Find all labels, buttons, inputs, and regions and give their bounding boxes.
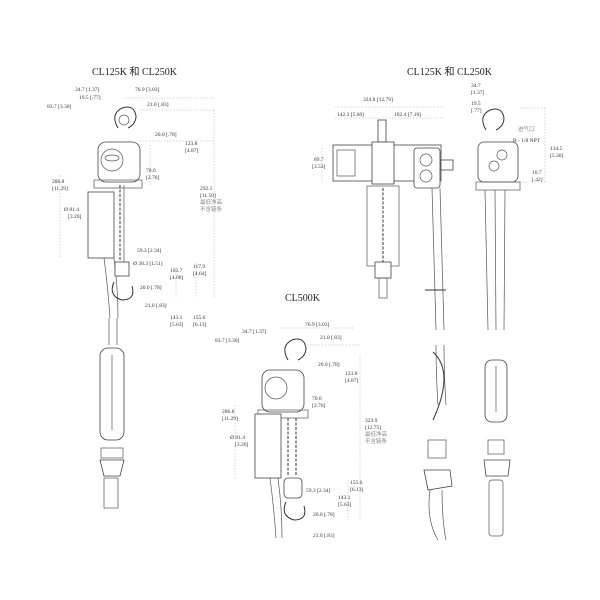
dim-label: 142.3 [5.60] <box>337 112 365 118</box>
dim-label: 89.7 <box>314 157 324 163</box>
dim-label: [2.76] <box>312 403 326 409</box>
dim-label: [12.75] <box>365 425 382 431</box>
note-excl-chain: 不含链条 <box>365 439 388 445</box>
dim-label: 20.0 [.78] <box>140 285 162 291</box>
dim-label: [5.63] <box>170 322 184 328</box>
dim-label: [4.08] <box>170 275 184 281</box>
dim-label: [11.50] <box>200 193 216 199</box>
dim-label: [3.53] <box>312 164 326 170</box>
dim-label: 123.8 <box>185 141 198 147</box>
dim-label: 70.0 <box>146 168 156 174</box>
bottom-view-title: CL500K <box>285 293 320 304</box>
dim-label: 21.0 [.83] <box>147 102 169 108</box>
dim-label: 286.8 <box>52 179 65 185</box>
dim-label: 21.0 [.83] <box>320 335 342 341</box>
dim-label: Ø 81.4 <box>64 207 79 213</box>
dim-label: [5.63] <box>338 502 352 508</box>
dim-label: 19.5 [.77] <box>79 95 101 101</box>
dim-label: [2.76] <box>146 175 160 181</box>
left-hoist-drawing <box>59 97 215 509</box>
dim-label: 70.0 <box>312 396 322 402</box>
dim-label: [4.87] <box>345 378 359 384</box>
dim-label: 20.0 [.78] <box>318 362 340 368</box>
note-min-headroom: 最低净高 <box>365 432 388 438</box>
dim-label: 83.7 [3.30] <box>47 104 72 110</box>
air-inlet-label: 进气口 <box>518 127 535 133</box>
dim-label: 323.9 <box>365 418 378 424</box>
dim-label: 20.0 [.78] <box>155 132 177 138</box>
dim-label: [.77] <box>471 108 482 114</box>
dim-label: 34.7 <box>471 83 481 89</box>
dim-label: 21.0 [.83] <box>313 533 335 539</box>
dim-label: 324.8 [12.79] <box>363 97 393 103</box>
dim-label: 76.9 [3.03] <box>305 322 330 328</box>
dim-label: 286.8 <box>222 409 235 415</box>
dim-label: [1.37] <box>471 90 485 96</box>
dim-label: 123.8 <box>345 371 358 377</box>
right-side-hoist-drawing <box>475 107 546 537</box>
dim-label: [6.13] <box>350 487 364 493</box>
dim-label: 155.6 <box>193 315 206 321</box>
dim-label: 182.4 [7.18] <box>394 112 422 118</box>
dim-label: 292.1 <box>200 186 213 192</box>
dim-label: 76.9 [3.03] <box>135 87 160 93</box>
dim-label: 83.7 [3.30] <box>215 338 240 344</box>
dim-label: 10.7 <box>532 170 542 176</box>
dim-label: 20.0 [.78] <box>313 512 335 518</box>
note-min-headroom: 最低净高 <box>200 200 223 206</box>
dim-label: 59.3 [2.34] <box>137 248 162 254</box>
right-view-title: CL125K 和 CL250K <box>407 67 492 78</box>
dim-label: [.42] <box>532 177 543 183</box>
dim-label: 103.7 <box>170 268 183 274</box>
dim-label: 21.0 [.83] <box>145 303 167 309</box>
dim-label: [3.20] <box>235 442 249 448</box>
dim-label: [4.64] <box>193 271 207 277</box>
dim-label: 59.3 [2.34] <box>306 488 331 494</box>
port-spec: R - 1/8 NPT <box>513 138 541 144</box>
dim-label: 155.6 <box>350 480 363 486</box>
dim-label: 117.9 <box>193 264 206 270</box>
bottom-hoist-drawing <box>234 327 361 539</box>
dim-label: 134.5 <box>550 146 563 152</box>
note-excl-chain: 不含链条 <box>200 207 223 213</box>
dim-label: Ø 81.4 <box>230 435 245 441</box>
dim-label: [5.30] <box>550 153 564 159</box>
dim-label: 143.1 <box>338 495 351 501</box>
dim-label: [3.20] <box>68 214 82 220</box>
dim-label: 143.1 <box>170 315 183 321</box>
dim-label: [6.13] <box>193 322 207 328</box>
dim-label: Ø 38.3 [1.51] <box>133 261 163 267</box>
dim-label: 34.7 [1.37] <box>75 87 100 93</box>
dim-label: 19.5 <box>471 101 481 107</box>
dim-label: [11.29] <box>52 186 68 192</box>
dim-label: [4.87] <box>185 148 199 154</box>
right-front-hoist-drawing <box>321 106 454 541</box>
dim-label: [11.29] <box>222 416 238 422</box>
dim-label: 34.7 [1.37] <box>242 329 267 335</box>
left-view-title: CL125K 和 CL250K <box>92 67 177 78</box>
